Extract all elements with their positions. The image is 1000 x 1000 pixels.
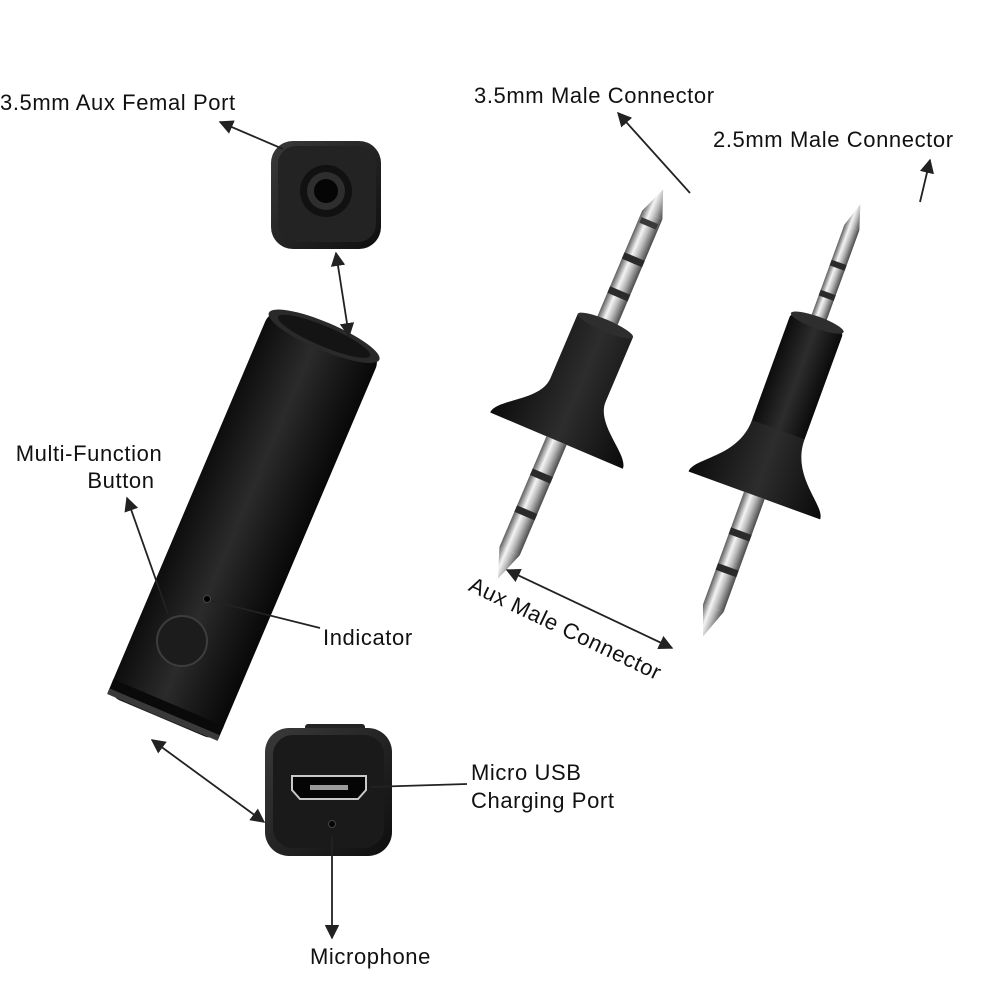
arrow-aux-male xyxy=(505,569,674,649)
arrow-aux-female xyxy=(218,120,284,150)
label-micro-usb-line1: Micro USB xyxy=(471,760,582,785)
label-indicator: Indicator xyxy=(323,625,413,650)
label-male-35: 3.5mm Male Connector xyxy=(474,83,715,108)
aux-female-port-cap xyxy=(271,141,381,249)
arrow-male-35 xyxy=(617,111,691,194)
plug-35mm xyxy=(490,189,664,579)
label-multi-function-line1: Multi-Function xyxy=(15,441,163,466)
plug-25mm xyxy=(688,204,861,637)
arrow-micro-usb xyxy=(369,783,468,788)
label-microphone: Microphone xyxy=(310,944,431,969)
label-micro-usb-line2: Charging Port xyxy=(471,788,615,813)
arrow-male-25 xyxy=(919,158,935,203)
label-male-25: 2.5mm Male Connector xyxy=(713,127,954,152)
arrow-multi-function xyxy=(124,496,169,615)
multi-function-button[interactable] xyxy=(156,615,208,667)
arrow-cap-to-body xyxy=(330,251,355,338)
label-multi-function-line2: Button xyxy=(87,468,155,493)
indicator-led xyxy=(203,595,211,603)
arrow-indicator xyxy=(211,600,321,629)
receiver-body xyxy=(107,309,380,741)
callout-arrows xyxy=(124,111,935,940)
arrow-body-to-usb xyxy=(150,739,266,823)
label-aux-female-port: 3.5mm Aux Femal Port xyxy=(0,90,236,115)
micro-usb-port xyxy=(291,775,367,800)
microphone-hole xyxy=(328,820,336,828)
